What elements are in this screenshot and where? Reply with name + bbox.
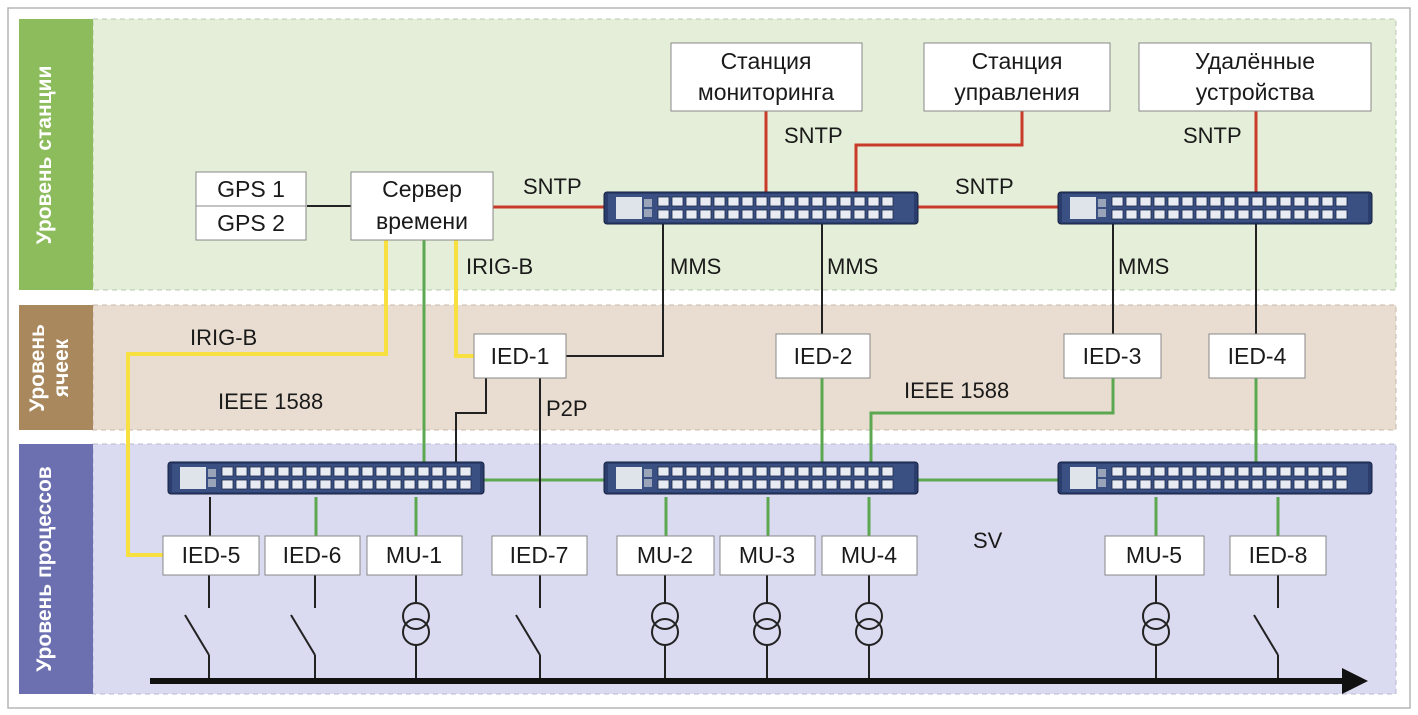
ied6-box: IED-6 <box>264 535 361 576</box>
ied5-box: IED-5 <box>162 535 260 576</box>
irigb-link-ied1 <box>454 240 474 358</box>
transformer-icon <box>753 602 781 680</box>
station-switch-1-icon <box>603 191 919 225</box>
transformer-icon <box>1142 602 1170 680</box>
control-station-label-line2: управления <box>954 79 1079 105</box>
mu1-box: MU-1 <box>366 535 463 576</box>
ied5-label: IED-5 <box>182 542 241 568</box>
ied2-box: IED-2 <box>775 333 871 379</box>
sntp-link-control-station <box>854 111 1024 192</box>
process-switch-1-icon <box>167 461 485 495</box>
remote-devices-label-line2: устройства <box>1196 79 1315 105</box>
process-level-sidebar <box>19 444 93 694</box>
transformer-icon <box>855 602 883 680</box>
disconnector-icon <box>290 614 316 656</box>
sntp-label-monitor: SNTP <box>784 123 843 148</box>
bus-bar-arrow-icon <box>1342 668 1368 694</box>
mu4-box: MU-4 <box>821 535 918 576</box>
control-station-label-line1: Станция <box>972 48 1063 74</box>
station-switch-2-icon <box>1057 191 1373 225</box>
irigb-label-station: IRIG-B <box>466 254 533 279</box>
mms-label-ied2: MMS <box>827 254 878 279</box>
ied1-link-switch3 <box>455 378 487 462</box>
ied8-box: IED-8 <box>1229 535 1327 576</box>
disconnector-icon <box>515 614 541 656</box>
ieee1588-label-left: IEEE 1588 <box>218 389 323 414</box>
bay-level-sidebar <box>19 305 93 430</box>
ptp-link-ied3 <box>869 378 1115 462</box>
transformer-icon <box>651 602 679 680</box>
time-server-box: Сервер времени <box>350 171 494 241</box>
gps2-label: GPS 2 <box>217 210 285 236</box>
ied8-label: IED-8 <box>1249 542 1308 568</box>
ied3-box: IED-3 <box>1063 333 1162 379</box>
ied1-label: IED-1 <box>491 343 550 369</box>
transformer-symbols <box>402 602 1170 680</box>
process-level-label: Уровень процессов <box>33 466 56 671</box>
station-level-sidebar <box>19 19 93 290</box>
monitoring-station-label-line2: мониторинга <box>698 79 834 105</box>
bay-level-label-line2: ячеек <box>50 338 73 398</box>
remote-devices-box: Удалённые устройства <box>1138 42 1372 112</box>
bay-level-label-line1: Уровень <box>26 324 49 412</box>
ied4-box: IED-4 <box>1208 333 1306 379</box>
gps1-label: GPS 1 <box>217 176 285 202</box>
control-station-box: Станция управления <box>923 42 1111 112</box>
sntp-label-server: SNTP <box>523 174 582 199</box>
mms-link-ied1 <box>566 222 664 357</box>
disconnector-symbols <box>184 614 1279 680</box>
ieee1588-label-right: IEEE 1588 <box>904 378 1009 403</box>
monitoring-station-label-line1: Станция <box>721 48 812 74</box>
time-server-label-line1: Сервер <box>382 176 462 202</box>
irigb-link-ied5 <box>126 240 388 557</box>
ied7-box: IED-7 <box>491 535 588 576</box>
transformer-icon <box>402 602 430 680</box>
process-switch-3-icon <box>1057 461 1373 495</box>
mu1-label: MU-1 <box>386 542 442 568</box>
disconnector-icon <box>1253 614 1279 656</box>
mms-label-ied1: MMS <box>670 254 721 279</box>
mu3-label: MU-3 <box>739 542 795 568</box>
p2p-label: P2P <box>546 396 588 421</box>
monitoring-station-box: Станция мониторинга <box>670 42 863 112</box>
mu4-label: MU-4 <box>841 542 897 568</box>
process-switch-2-icon <box>603 461 919 495</box>
mu5-box: MU-5 <box>1104 535 1205 576</box>
disconnector-icon <box>184 614 210 656</box>
ied3-label: IED-3 <box>1083 343 1142 369</box>
mu2-box: MU-2 <box>616 535 715 576</box>
mu3-box: MU-3 <box>719 535 816 576</box>
sv-label: SV <box>973 528 1003 553</box>
sntp-label-switches: SNTP <box>955 174 1014 199</box>
irigb-label-bay: IRIG-B <box>190 325 257 350</box>
mu2-label: MU-2 <box>637 542 693 568</box>
mms-label-ied3: MMS <box>1118 254 1169 279</box>
ied4-label: IED-4 <box>1228 343 1287 369</box>
station-level-label: Уровень станции <box>33 66 56 245</box>
ied2-label: IED-2 <box>794 343 853 369</box>
gps-box: GPS 1 GPS 2 <box>195 171 307 241</box>
ied1-box: IED-1 <box>473 333 567 379</box>
mu5-label: MU-5 <box>1126 542 1182 568</box>
ied6-label: IED-6 <box>283 542 342 568</box>
sntp-label-remote: SNTP <box>1183 123 1242 148</box>
ied7-label: IED-7 <box>510 542 569 568</box>
time-server-label-line2: времени <box>376 208 468 234</box>
remote-devices-label-line1: Удалённые <box>1195 48 1315 74</box>
